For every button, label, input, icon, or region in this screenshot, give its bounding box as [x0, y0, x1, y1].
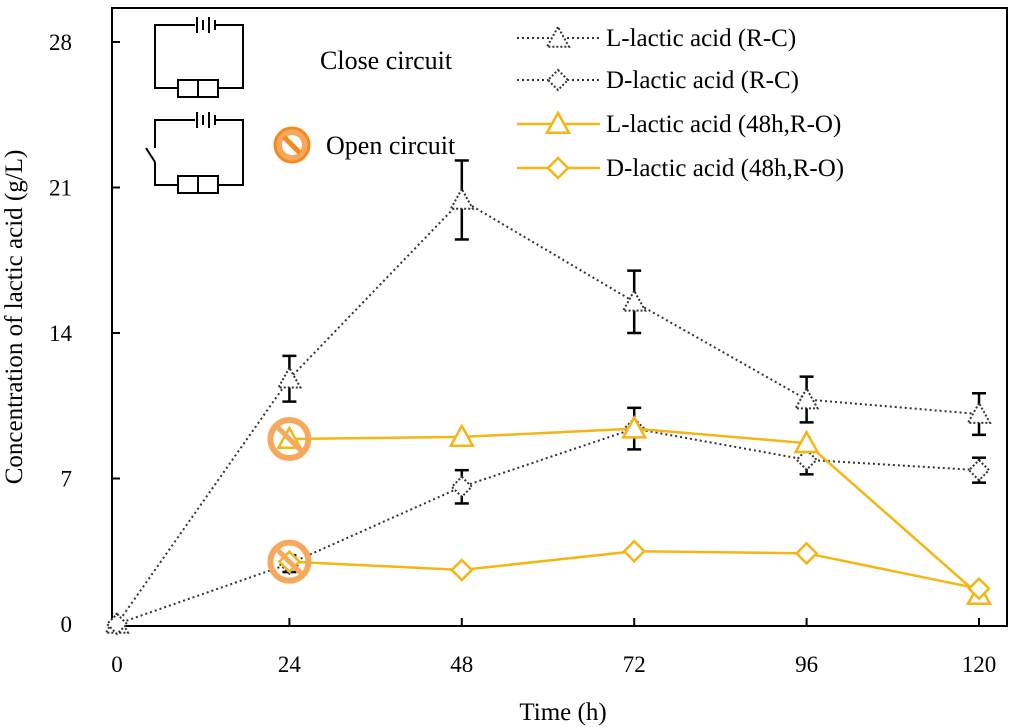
legend-item: D-lactic acid (R-C) — [517, 67, 799, 94]
plot-area-frame — [111, 7, 1008, 627]
data-point — [621, 288, 647, 312]
series-layer — [104, 159, 993, 636]
data-point — [448, 423, 475, 447]
x-tick-label: 72 — [623, 652, 646, 677]
no-entry-icon — [267, 539, 312, 584]
data-point — [449, 186, 475, 210]
series-4 — [277, 539, 991, 601]
legend-label: L-lactic acid (48h,R-O) — [606, 111, 841, 138]
x-tick-label: 48 — [450, 652, 473, 677]
legend: L-lactic acid (R-C) D-lactic acid (R-C) L-… — [517, 24, 844, 182]
data-point — [105, 612, 129, 636]
data-point — [450, 558, 474, 582]
data-point — [966, 401, 992, 424]
x-tick-label: 120 — [962, 652, 997, 677]
y-tick-label: 28 — [49, 30, 72, 55]
legend-marker — [544, 110, 572, 135]
data-point — [450, 475, 474, 499]
x-axis: 0 24 48 72 96 120 — [111, 618, 996, 677]
closed-switch-circuit-icon — [154, 17, 244, 98]
legend-item: D-lactic acid (48h,R-O) — [517, 155, 844, 182]
x-axis-title: Time (h) — [519, 699, 606, 726]
series-line — [116, 427, 980, 625]
legend-label: D-lactic acid (48h,R-O) — [606, 155, 844, 182]
y-tick-label: 21 — [49, 176, 72, 201]
no-entry-icon — [267, 417, 312, 462]
legend-item: L-lactic acid (R-C) — [517, 24, 796, 52]
data-point — [793, 429, 820, 454]
data-point — [276, 365, 303, 389]
series-line — [116, 198, 980, 625]
open-switch-circuit-icon — [145, 112, 244, 194]
data-point — [967, 576, 991, 601]
data-point — [795, 448, 819, 472]
close-circuit-label: Close circuit — [320, 46, 453, 75]
legend-marker — [545, 24, 571, 48]
data-point — [622, 539, 646, 564]
y-tick-label: 7 — [61, 467, 73, 492]
legend-label: D-lactic acid (R-C) — [606, 67, 799, 94]
legend-item: L-lactic acid (48h,R-O) — [517, 110, 841, 138]
series-2 — [105, 406, 991, 636]
y-tick-label: 14 — [49, 321, 73, 346]
data-point — [794, 541, 819, 566]
legend-label: L-lactic acid (R-C) — [606, 25, 796, 52]
data-point — [793, 386, 820, 410]
open-circuit-label: Open circuit — [326, 131, 456, 160]
legend-no-entry-icon — [273, 126, 311, 164]
data-point — [967, 458, 991, 482]
x-tick-label: 0 — [111, 652, 123, 677]
x-tick-label: 96 — [795, 652, 818, 677]
series-line — [289, 427, 980, 596]
y-axis: 0 7 14 21 28 — [49, 30, 120, 637]
legend-marker — [546, 68, 570, 92]
series-1 — [104, 159, 992, 634]
y-axis-title: Concentration of lactic acid (g/L) — [1, 150, 28, 485]
x-tick-label: 24 — [278, 652, 302, 677]
y-tick-label: 0 — [61, 612, 73, 637]
data-point — [621, 415, 648, 439]
legend-marker — [546, 156, 570, 180]
